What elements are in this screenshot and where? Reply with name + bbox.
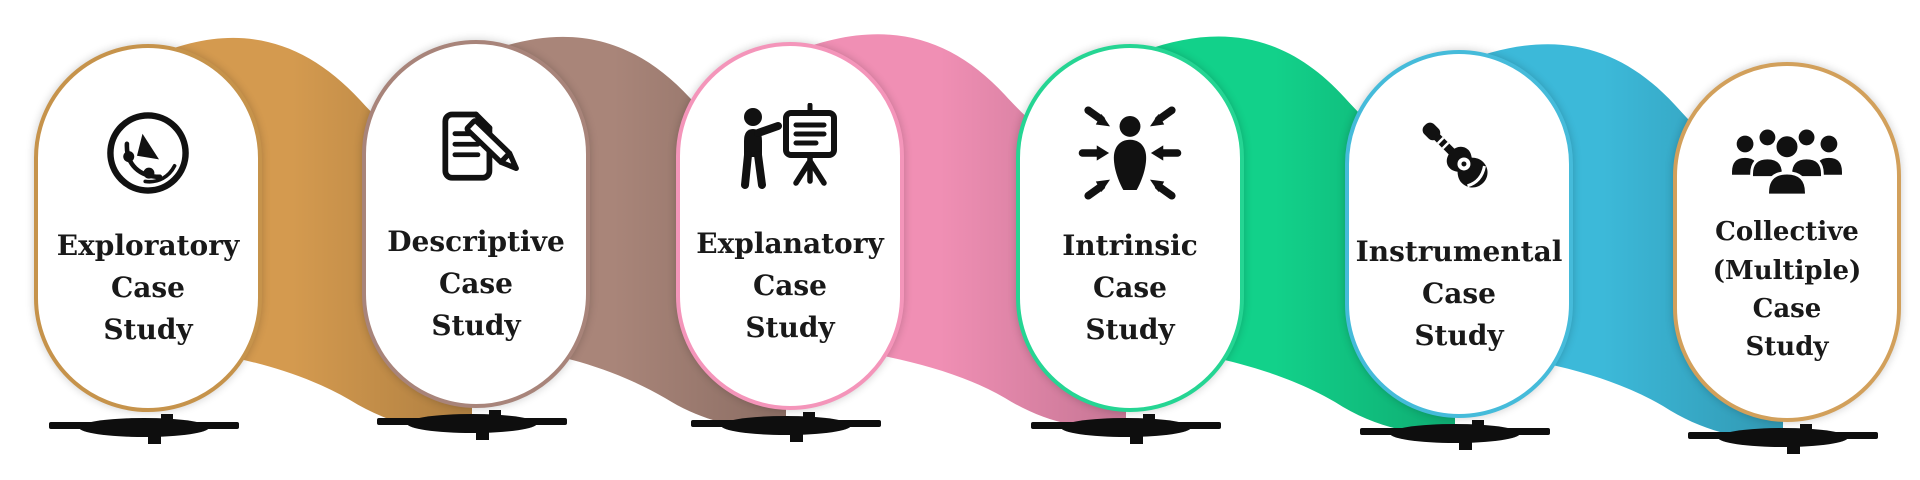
title-line: Instrumental bbox=[1355, 235, 1563, 268]
stand-stem bbox=[476, 431, 489, 440]
card-title: Instrumental Case Study bbox=[1356, 231, 1563, 357]
card-intrinsic: Intrinsic Case Study bbox=[1016, 44, 1244, 412]
title-line: Case bbox=[438, 267, 513, 300]
stand-base bbox=[407, 414, 537, 433]
title-line: Study bbox=[1745, 332, 1829, 363]
title-line: Case bbox=[1092, 271, 1167, 304]
stand-base bbox=[1390, 424, 1520, 443]
title-line: Study bbox=[1085, 313, 1175, 346]
stand-base bbox=[721, 416, 851, 435]
stand-base bbox=[79, 418, 209, 437]
title-line: Explanatory bbox=[696, 227, 884, 260]
card-stand bbox=[691, 412, 881, 444]
card-title: Descriptive Case Study bbox=[387, 221, 565, 347]
card-exploratory: Exploratory Case Study bbox=[34, 44, 262, 412]
title-line: Study bbox=[1414, 319, 1504, 352]
card-title: Collective (Multiple) Case Study bbox=[1713, 213, 1862, 367]
title-line: Case bbox=[752, 269, 827, 302]
card-stand bbox=[49, 414, 239, 446]
card-stand bbox=[1360, 420, 1550, 452]
stand-stem bbox=[148, 435, 161, 444]
stand-base bbox=[1061, 418, 1191, 437]
stand-stem bbox=[790, 433, 803, 442]
title-line: Study bbox=[745, 311, 835, 344]
card-title: Explanatory Case Study bbox=[696, 223, 884, 349]
stand-stem bbox=[1787, 445, 1800, 454]
presenter-board-icon bbox=[729, 103, 851, 199]
title-line: Case bbox=[110, 271, 185, 304]
stand-stem bbox=[1130, 435, 1143, 444]
card-stand bbox=[1688, 424, 1878, 456]
title-line: Case bbox=[1752, 294, 1822, 324]
document-pencil-icon bbox=[430, 101, 522, 197]
exploration-radar-icon bbox=[104, 105, 192, 201]
title-line: Case bbox=[1421, 277, 1496, 310]
person-inward-arrows-icon bbox=[1073, 105, 1187, 201]
card-instrumental: Instrumental Case Study bbox=[1345, 50, 1573, 418]
title-line: Intrinsic bbox=[1062, 229, 1198, 262]
title-line: Exploratory bbox=[56, 229, 240, 262]
card-stand bbox=[1031, 414, 1221, 446]
group-people-icon bbox=[1727, 117, 1847, 197]
guitar-icon bbox=[1411, 111, 1507, 207]
title-line: Collective bbox=[1715, 217, 1859, 248]
title-line: Study bbox=[103, 313, 193, 346]
title-line: Descriptive bbox=[387, 225, 565, 258]
stand-stem bbox=[1459, 441, 1472, 450]
stand-base bbox=[1718, 428, 1848, 447]
card-collective: Collective (Multiple) Case Study bbox=[1673, 62, 1901, 422]
card-stand bbox=[377, 410, 567, 442]
title-line: Study bbox=[431, 309, 521, 342]
card-descriptive: Descriptive Case Study bbox=[362, 40, 590, 408]
card-explanatory: Explanatory Case Study bbox=[676, 42, 904, 410]
card-title: Intrinsic Case Study bbox=[1062, 225, 1198, 351]
card-title: Exploratory Case Study bbox=[57, 225, 239, 351]
title-line: (Multiple) bbox=[1712, 255, 1862, 286]
